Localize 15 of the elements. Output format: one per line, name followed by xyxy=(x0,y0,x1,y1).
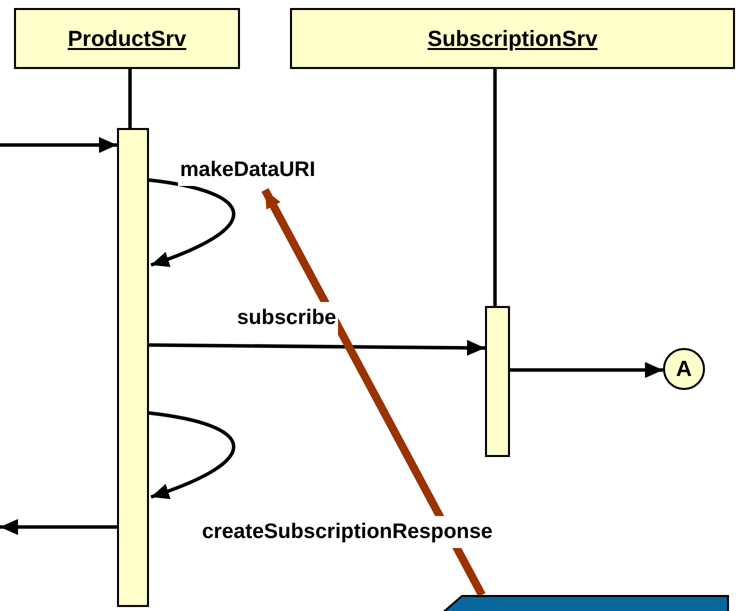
message-label: subscribe xyxy=(235,302,338,334)
message-arrow xyxy=(261,188,486,597)
self-message-arrow xyxy=(148,178,236,267)
message-arrow xyxy=(510,362,663,378)
message-arrow xyxy=(0,519,117,535)
message-arrow xyxy=(0,137,117,153)
activation-bar xyxy=(117,128,149,607)
lifeline xyxy=(493,69,497,306)
message-arrow xyxy=(148,340,486,356)
self-message-arrow xyxy=(148,411,236,499)
activation-bar xyxy=(485,306,510,457)
lifeline xyxy=(128,69,132,128)
lifeline-header: ProductSrv xyxy=(14,8,240,69)
message-label: createSubscriptionResponse xyxy=(200,516,495,548)
lifeline-header: SubscriptionSrv xyxy=(290,8,735,69)
